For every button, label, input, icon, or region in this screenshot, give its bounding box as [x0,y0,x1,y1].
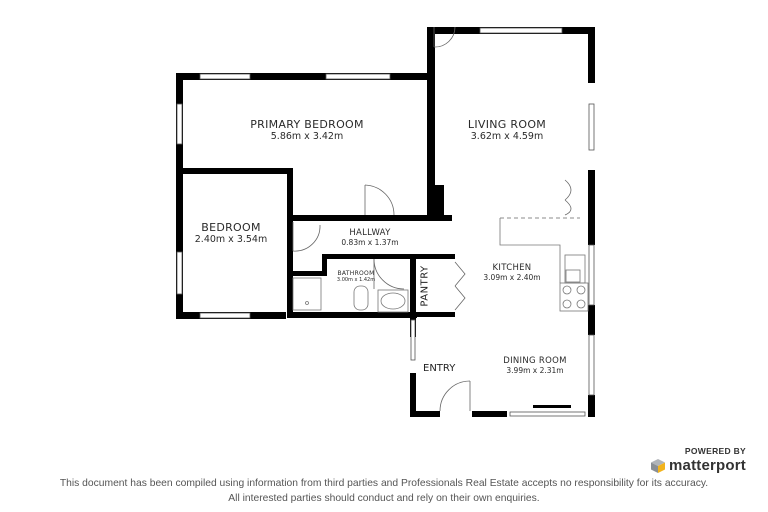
powered-by-label: POWERED BY [684,446,746,456]
room-living-room: LIVING ROOM 3.62m x 4.59m [467,118,547,143]
matterport-wordmark: matterport [668,457,746,474]
room-primary-bedroom: PRIMARY BEDROOM 5.86m x 3.42m [250,118,364,143]
room-name: BATHROOM [337,270,375,277]
room-dimensions: 3.62m x 4.59m [470,130,544,142]
room-entry: ENTRY [423,363,456,374]
room-name: KITCHEN [492,263,532,273]
room-dimensions: 3.99m x 2.31m [506,365,564,375]
room-dimensions: 3.00m x 1.42m [336,276,376,283]
room-dimensions: 2.40m x 3.54m [194,233,268,245]
disclaimer: This document has been compiled using in… [0,476,768,506]
room-name: DINING ROOM [503,356,567,366]
fixtures [292,218,589,313]
room-dimensions: 5.86m x 3.42m [270,130,344,142]
doors [292,26,580,412]
room-hallway: HALLWAY 0.83m x 1.37m [341,228,399,247]
room-name: HALLWAY [349,228,391,238]
room-name: LIVING ROOM [467,118,547,131]
room-name: PRIMARY BEDROOM [250,118,364,131]
room-kitchen: KITCHEN 3.09m x 2.40m [483,263,541,282]
matterport-cube-icon [650,458,665,473]
room-name: BEDROOM [201,221,261,234]
room-bedroom: BEDROOM 2.40m x 3.54m [194,221,268,246]
room-dining-room: DINING ROOM 3.99m x 2.31m [503,356,567,375]
room-dimensions: 0.83m x 1.37m [341,237,399,247]
room-bathroom: BATHROOM 3.00m x 1.42m [336,270,376,284]
matterport-branding: POWERED BY matterport [650,446,746,474]
windows [176,27,595,417]
disclaimer-line-2: All interested parties should conduct an… [228,493,540,504]
room-pantry: PANTRY [419,265,431,307]
room-dimensions: 3.09m x 2.40m [483,272,541,282]
disclaimer-line-1: This document has been compiled using in… [59,478,709,489]
